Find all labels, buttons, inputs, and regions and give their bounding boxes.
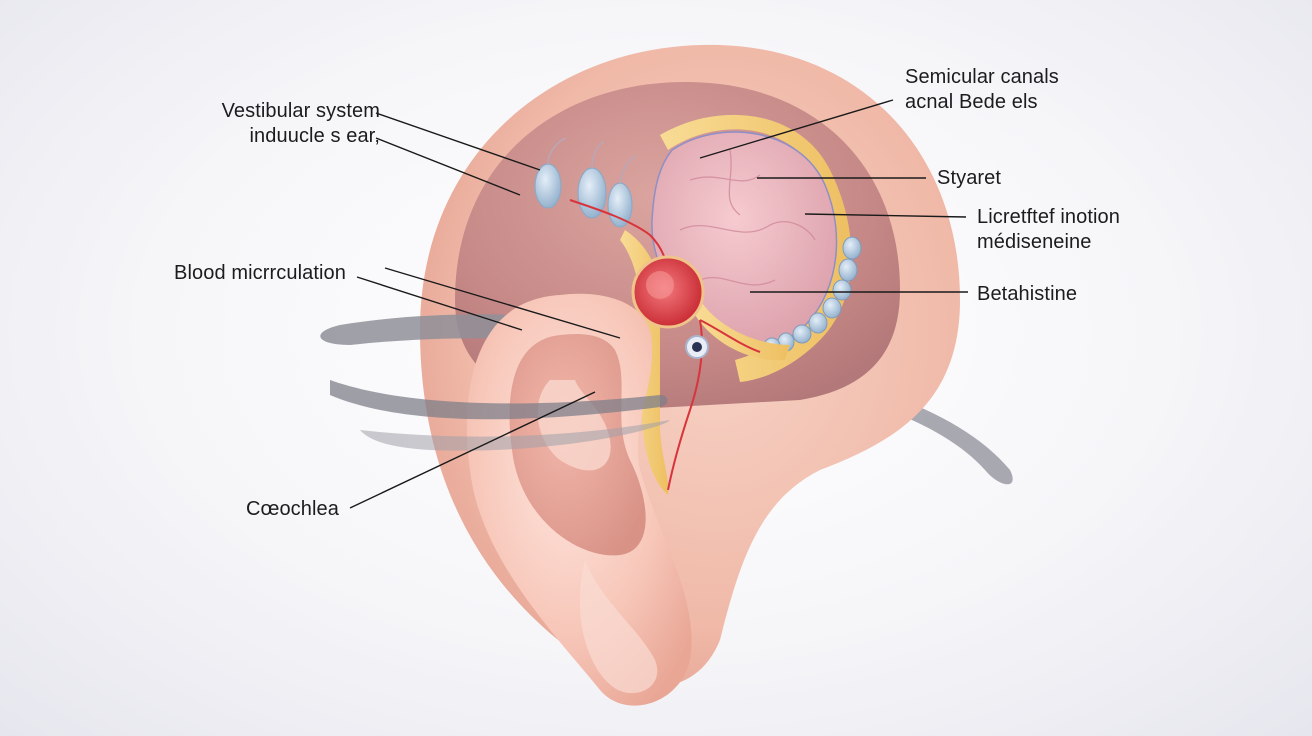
cochlear-beads [763,236,862,355]
label-semicircular-line-1: Semicular canals [905,66,1059,88]
ear-lobe [579,560,658,694]
label-licretftef-line-1: Licretftef inotion [977,206,1120,228]
round-window-pupil [692,342,702,352]
label-blood-circulation: Blood micrrculation [120,261,346,286]
leader-lines [349,99,968,509]
nerve-border [660,114,852,383]
leader-blood-1 [384,267,621,339]
leader-vestibular-1 [375,112,541,171]
canal-stalks [547,137,637,184]
leader-semicircular [699,99,894,159]
label-vestibular-line-2: induucle s ear, [249,125,380,147]
ear-inner-fold [537,380,611,471]
swoosh-left-front-2 [360,420,670,451]
label-licretftef: Licretftef inotion médiseneine [977,205,1120,255]
brain-folds [679,149,816,286]
label-vestibular-system: Vestibular system induucle s ear, [150,99,380,149]
label-betahistine-line-1: Betahistine [977,283,1078,305]
label-betahistine: Betahistine [977,282,1077,307]
label-vestibular-line-1: Vestibular system [221,100,380,122]
label-styaret-line-1: Styaret [937,167,1002,189]
label-licretftef-line-2: médiseneine [977,231,1092,253]
nerve-branch [695,300,790,361]
label-blood-line-1: Blood micrrculation [174,262,346,284]
label-cochlea-line-1: Cœochlea [245,498,339,520]
blood-chamber-highlight [646,271,674,299]
leader-cochlea [349,391,596,509]
swoosh-left-front [330,380,668,420]
leader-blood-2 [356,276,523,331]
label-semicircular-line-2: acnal Bede els [905,91,1038,113]
leader-licretftef [804,213,967,218]
leader-vestibular-2 [375,137,521,196]
label-semicircular-canals: Semicular canals acnal Bede els [905,65,1059,115]
label-cochlea: Cœochlea [200,497,339,522]
label-styaret: Styaret [937,166,1001,191]
